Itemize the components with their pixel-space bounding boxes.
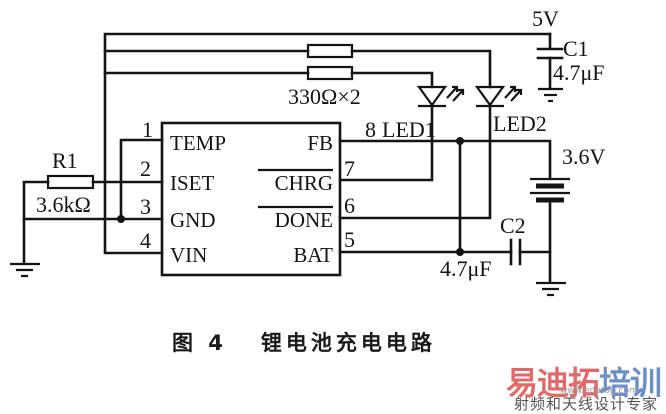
wire-led1-anode <box>350 71 434 89</box>
watermark-logo: 易迪拓培训 <box>506 358 662 404</box>
pin3-number: 3 <box>140 194 151 219</box>
supply-label: 5V <box>532 6 559 31</box>
pin8-number: 8 <box>365 117 376 142</box>
ground-icon <box>538 87 563 103</box>
led2-symbol <box>474 85 523 108</box>
pin2-name: ISET <box>170 171 215 195</box>
junction-fb <box>456 137 464 145</box>
pin2-number: 2 <box>140 156 151 181</box>
pin4-name: VIN <box>170 243 207 267</box>
led2-label: LED2 <box>493 111 547 136</box>
pin6-number: 6 <box>344 193 355 218</box>
wire-fb <box>338 139 552 180</box>
pin7-name: CHRG <box>275 171 333 195</box>
pin5-number: 5 <box>344 227 355 252</box>
resistor-led2 <box>306 43 354 59</box>
charger-ic <box>160 121 342 277</box>
r1-value: 3.6kΩ <box>36 192 91 217</box>
watermark-brand-red: 易迪拓 <box>506 364 600 402</box>
pin6-name: DONE <box>275 208 333 232</box>
battery-voltage: 3.6V <box>562 144 606 169</box>
led1-symbol <box>416 85 465 108</box>
wire-led1-cathode <box>338 104 434 182</box>
led1-name: LED1 <box>382 117 436 142</box>
pin4-number: 4 <box>140 228 151 253</box>
pin8-name: FB <box>307 131 333 155</box>
c2-name: C2 <box>500 213 526 238</box>
pin1-number: 1 <box>142 117 153 142</box>
c2-value: 4.7μF <box>440 256 492 281</box>
wire-temp-gnd <box>119 138 164 221</box>
wire-vin-rail <box>103 32 552 255</box>
pin1-name: TEMP <box>170 131 226 155</box>
led-resistor-value: 330Ω×2 <box>288 84 361 109</box>
battery-icon <box>530 177 570 203</box>
ground-icon <box>536 281 566 297</box>
figure-caption: 图 4 锂电池充电电路 <box>172 331 436 355</box>
resistor-r1 <box>46 174 95 190</box>
watermark-brand-blue: 培训 <box>599 364 662 402</box>
junction-bat <box>456 248 464 256</box>
watermark-tagline: 射频和天线设计专家 <box>514 395 659 413</box>
watermark-url: www.edatop.com <box>560 386 638 396</box>
ground-icon <box>10 262 40 278</box>
wire-led2-anode <box>350 49 492 89</box>
wire-r1-ground <box>22 180 50 265</box>
junction-gnd <box>117 215 125 223</box>
pin5-name: BAT <box>293 243 333 267</box>
resistor-led1 <box>306 65 354 81</box>
c1-value: 4.7μF <box>553 60 605 85</box>
wire-led2-cathode <box>338 104 492 220</box>
c1-name: C1 <box>563 36 589 61</box>
pin7-number: 7 <box>344 156 355 181</box>
pin3-name: GND <box>170 208 216 232</box>
r1-name: R1 <box>52 148 78 173</box>
